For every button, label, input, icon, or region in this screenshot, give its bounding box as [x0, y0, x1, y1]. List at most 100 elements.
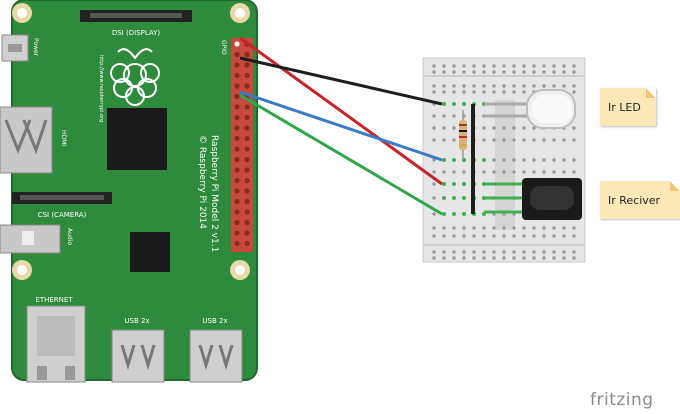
raspberry-logo-icon: [110, 48, 160, 106]
breadboard-hole: [492, 170, 496, 174]
hdmi-port: [0, 106, 53, 174]
breadboard-hole: [552, 250, 556, 254]
gpio-pin: [244, 209, 250, 215]
breadboard-hole: [442, 138, 446, 142]
gpio-pin: [244, 188, 250, 194]
breadboard-hole: [432, 84, 436, 88]
breadboard-hole: [462, 226, 466, 230]
breadboard-hole: [562, 138, 566, 142]
breadboard-hole: [502, 138, 506, 142]
breadboard-hole: [562, 64, 566, 68]
gpio-pin: [234, 83, 240, 89]
breadboard-hole: [502, 64, 506, 68]
breadboard-hole: [512, 138, 516, 142]
breadboard-hole: [572, 158, 576, 162]
breadboard-hole: [432, 226, 436, 230]
breadboard-hole: [502, 256, 506, 260]
breadboard-hole: [502, 70, 506, 74]
breadboard-hole: [452, 170, 456, 174]
breadboard-hole: [502, 126, 506, 130]
gpio-pin: [244, 167, 250, 173]
breadboard-hole: [462, 250, 466, 254]
breadboard-hole: [432, 182, 436, 186]
breadboard-hole: [522, 70, 526, 74]
model-text-line1: Raspberry Pi Model 2 v1.1: [209, 135, 219, 252]
csi-label: CSI (CAMERA): [38, 211, 87, 219]
breadboard-hole: [482, 170, 486, 174]
usb-right-port: [189, 329, 243, 383]
gpio-pin: [234, 114, 240, 121]
breadboard-hole: [482, 226, 486, 230]
breadboard-hole: [432, 70, 436, 74]
breadboard-hole: [492, 226, 496, 230]
breadboard-hole: [532, 64, 536, 68]
breadboard-hole: [572, 126, 576, 130]
model-text-line2: © Raspberry Pi 2014: [197, 135, 207, 229]
power-label: Power: [32, 38, 39, 57]
gpio-pin: [244, 230, 250, 236]
breadboard-hole: [442, 126, 446, 130]
breadboard-hole: [432, 170, 436, 174]
lan-chip: [130, 232, 170, 272]
breadboard-hole: [442, 90, 446, 94]
gpio-pin: [234, 104, 240, 110]
breadboard-hole: [552, 84, 556, 88]
breadboard-hole: [492, 250, 496, 254]
breadboard-hole: [522, 226, 526, 230]
ir-receiver-label: Ir Reciver: [608, 193, 661, 207]
breadboard-hole: [542, 84, 546, 88]
gpio-pin: [244, 104, 250, 110]
url-text: http://www.raspberrypi.org: [98, 55, 104, 122]
gpio-pin: [244, 198, 250, 205]
breadboard-hole: [472, 70, 476, 74]
breadboard-hole: [542, 70, 546, 74]
breadboard-hole: [492, 70, 496, 74]
breadboard-hole: [552, 226, 556, 230]
ir-led-note: Ir LED: [600, 88, 656, 126]
breadboard-hole: [462, 234, 466, 238]
breadboard-hole: [542, 250, 546, 254]
breadboard-hole: [442, 250, 446, 254]
breadboard-hole: [562, 250, 566, 254]
gpio-pin: [234, 156, 240, 163]
gpio-pin: [244, 83, 250, 89]
breadboard-hole: [502, 90, 506, 94]
wire-red: [239, 36, 443, 186]
usb-right-label: USB 2x: [202, 317, 227, 325]
jumper-wire: [471, 104, 475, 214]
ir-receiver: [522, 178, 582, 220]
breadboard-hole: [472, 64, 476, 68]
gpio-pin: [234, 209, 240, 215]
breadboard-hole: [532, 138, 536, 142]
breadboard-hole: [522, 250, 526, 254]
gpio-pin: [234, 230, 240, 236]
wire-black: [239, 56, 443, 106]
breadboard-hole: [492, 84, 496, 88]
gpio-pin: [234, 198, 240, 205]
gpio-pin: [244, 135, 250, 142]
breadboard-hole: [472, 256, 476, 260]
breadboard-hole: [572, 170, 576, 174]
breadboard-hole: [482, 70, 486, 74]
breadboard-hole: [452, 90, 456, 94]
gpio-pin: [234, 240, 240, 247]
breadboard-hole: [432, 126, 436, 130]
breadboard-hole: [502, 158, 506, 162]
breadboard-hole: [442, 234, 446, 238]
breadboard-hole: [492, 126, 496, 130]
gpio-pin: [234, 41, 240, 47]
ir-led: [526, 89, 576, 129]
gpio-pin: [234, 167, 240, 173]
breadboard-hole: [552, 70, 556, 74]
breadboard-hole: [522, 84, 526, 88]
breadboard-hole: [482, 90, 486, 94]
breadboard-hole: [452, 114, 456, 118]
breadboard-hole: [462, 256, 466, 260]
usb-left-port: [111, 329, 165, 383]
gpio-label: GPIO: [220, 40, 227, 55]
breadboard-hole: [502, 250, 506, 254]
breadboard-hole: [452, 138, 456, 142]
gpio-pin: [244, 51, 250, 58]
gpio-pin: [234, 219, 240, 226]
